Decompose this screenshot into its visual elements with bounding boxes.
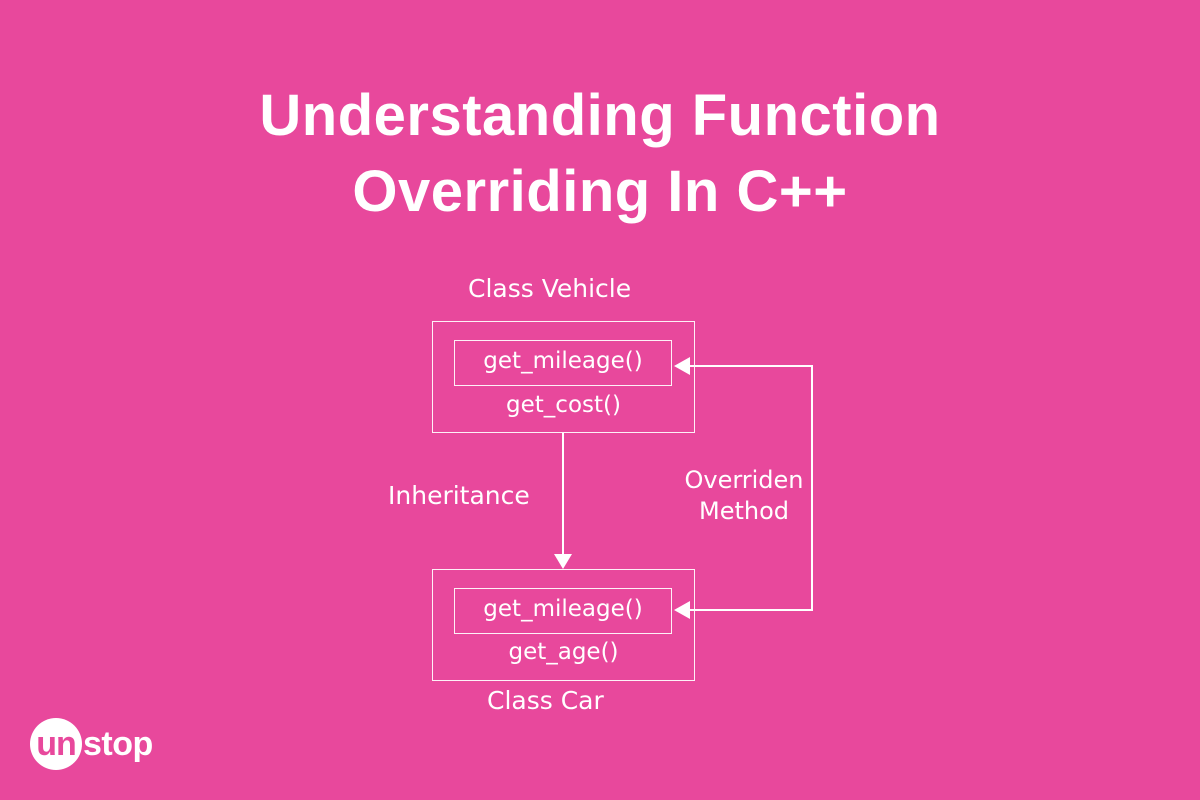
- unstop-logo: un stop: [30, 718, 153, 770]
- page-title-line-1: Understanding Function: [259, 83, 941, 148]
- inheritance-arrow: [554, 433, 572, 569]
- derived-class-label: Class Car: [487, 686, 604, 715]
- page-title-line-2: Overriding In C++: [352, 159, 848, 224]
- inheritance-arrow-head: [554, 554, 572, 569]
- base-overridden-method: get_mileage(): [454, 340, 672, 386]
- override-label: Overriden Method: [660, 465, 828, 527]
- derived-class-box: [432, 569, 695, 681]
- override-label-line-2: Method: [698, 497, 789, 525]
- logo-circle: un: [30, 718, 82, 770]
- derived-other-method: get_age(): [508, 639, 619, 665]
- base-class-label: Class Vehicle: [468, 274, 632, 303]
- base-other-method: get_cost(): [506, 392, 621, 418]
- inheritance-label: Inheritance: [388, 481, 530, 510]
- page-title: Understanding Function Overriding In C++: [0, 78, 1200, 230]
- override-label-line-1: Overriden: [684, 466, 804, 494]
- derived-overridden-method: get_mileage(): [454, 588, 672, 634]
- logo-wordmark: stop: [83, 724, 153, 763]
